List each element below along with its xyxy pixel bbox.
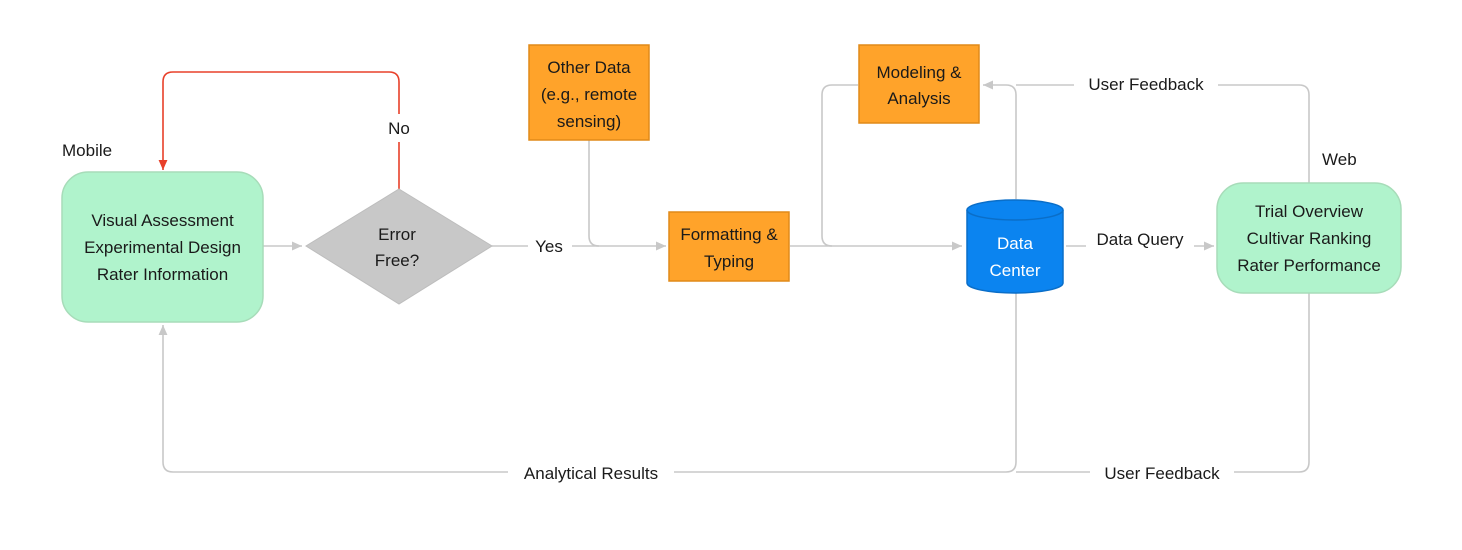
error-line-1: Error (378, 225, 416, 244)
modeling-line-2: Analysis (887, 89, 950, 108)
section-label-mobile: Mobile (62, 141, 112, 160)
edge-otherdata-to-formatting (588, 140, 600, 247)
mobile-line-3: Rater Information (97, 265, 228, 284)
edge-error-no-loop (158, 71, 400, 189)
edge-label-user-feedback-top: User Feedback (1088, 75, 1204, 94)
mobile-line-2: Experimental Design (84, 238, 241, 257)
other-data-line-3: sensing) (557, 112, 621, 131)
modeling-line-1: Modeling & (876, 63, 962, 82)
data-center-line-1: Data (997, 234, 1033, 253)
other-data-line-2: (e.g., remote (541, 85, 637, 104)
edge-label-yes: Yes (535, 237, 563, 256)
edge-label-user-feedback-bottom: User Feedback (1104, 464, 1220, 483)
web-line-1: Trial Overview (1255, 202, 1364, 221)
node-web-app: Trial Overview Cultivar Ranking Rater Pe… (1216, 182, 1402, 294)
edge-label-no: No (388, 119, 410, 138)
node-error-check: Error Free? (305, 188, 493, 305)
edge-web-feedback-bottom (1016, 293, 1310, 473)
edge-label-analytical-results: Analytical Results (524, 464, 658, 483)
web-line-2: Cultivar Ranking (1247, 229, 1372, 248)
edge-datacenter-to-modeling (983, 80, 1017, 199)
error-line-2: Free? (375, 251, 419, 270)
edge-modeling-to-datacenter (821, 84, 858, 247)
section-label-web: Web (1322, 150, 1357, 169)
node-data-center: Data Center (966, 199, 1064, 294)
formatting-line-1: Formatting & (680, 225, 778, 244)
data-center-line-2: Center (989, 261, 1040, 280)
node-modeling: Modeling & Analysis (858, 44, 980, 124)
edge-analytical-results (158, 292, 1017, 473)
edge-label-data-query: Data Query (1097, 230, 1184, 249)
mobile-line-1: Visual Assessment (91, 211, 234, 230)
other-data-line-1: Other Data (547, 58, 631, 77)
node-other-data: Other Data (e.g., remote sensing) (528, 44, 650, 141)
node-mobile-app: Visual Assessment Experimental Design Ra… (61, 171, 264, 323)
formatting-line-2: Typing (704, 252, 754, 271)
edge-web-feedback-top (1016, 84, 1310, 183)
node-formatting: Formatting & Typing (668, 211, 790, 282)
web-line-3: Rater Performance (1237, 256, 1381, 275)
